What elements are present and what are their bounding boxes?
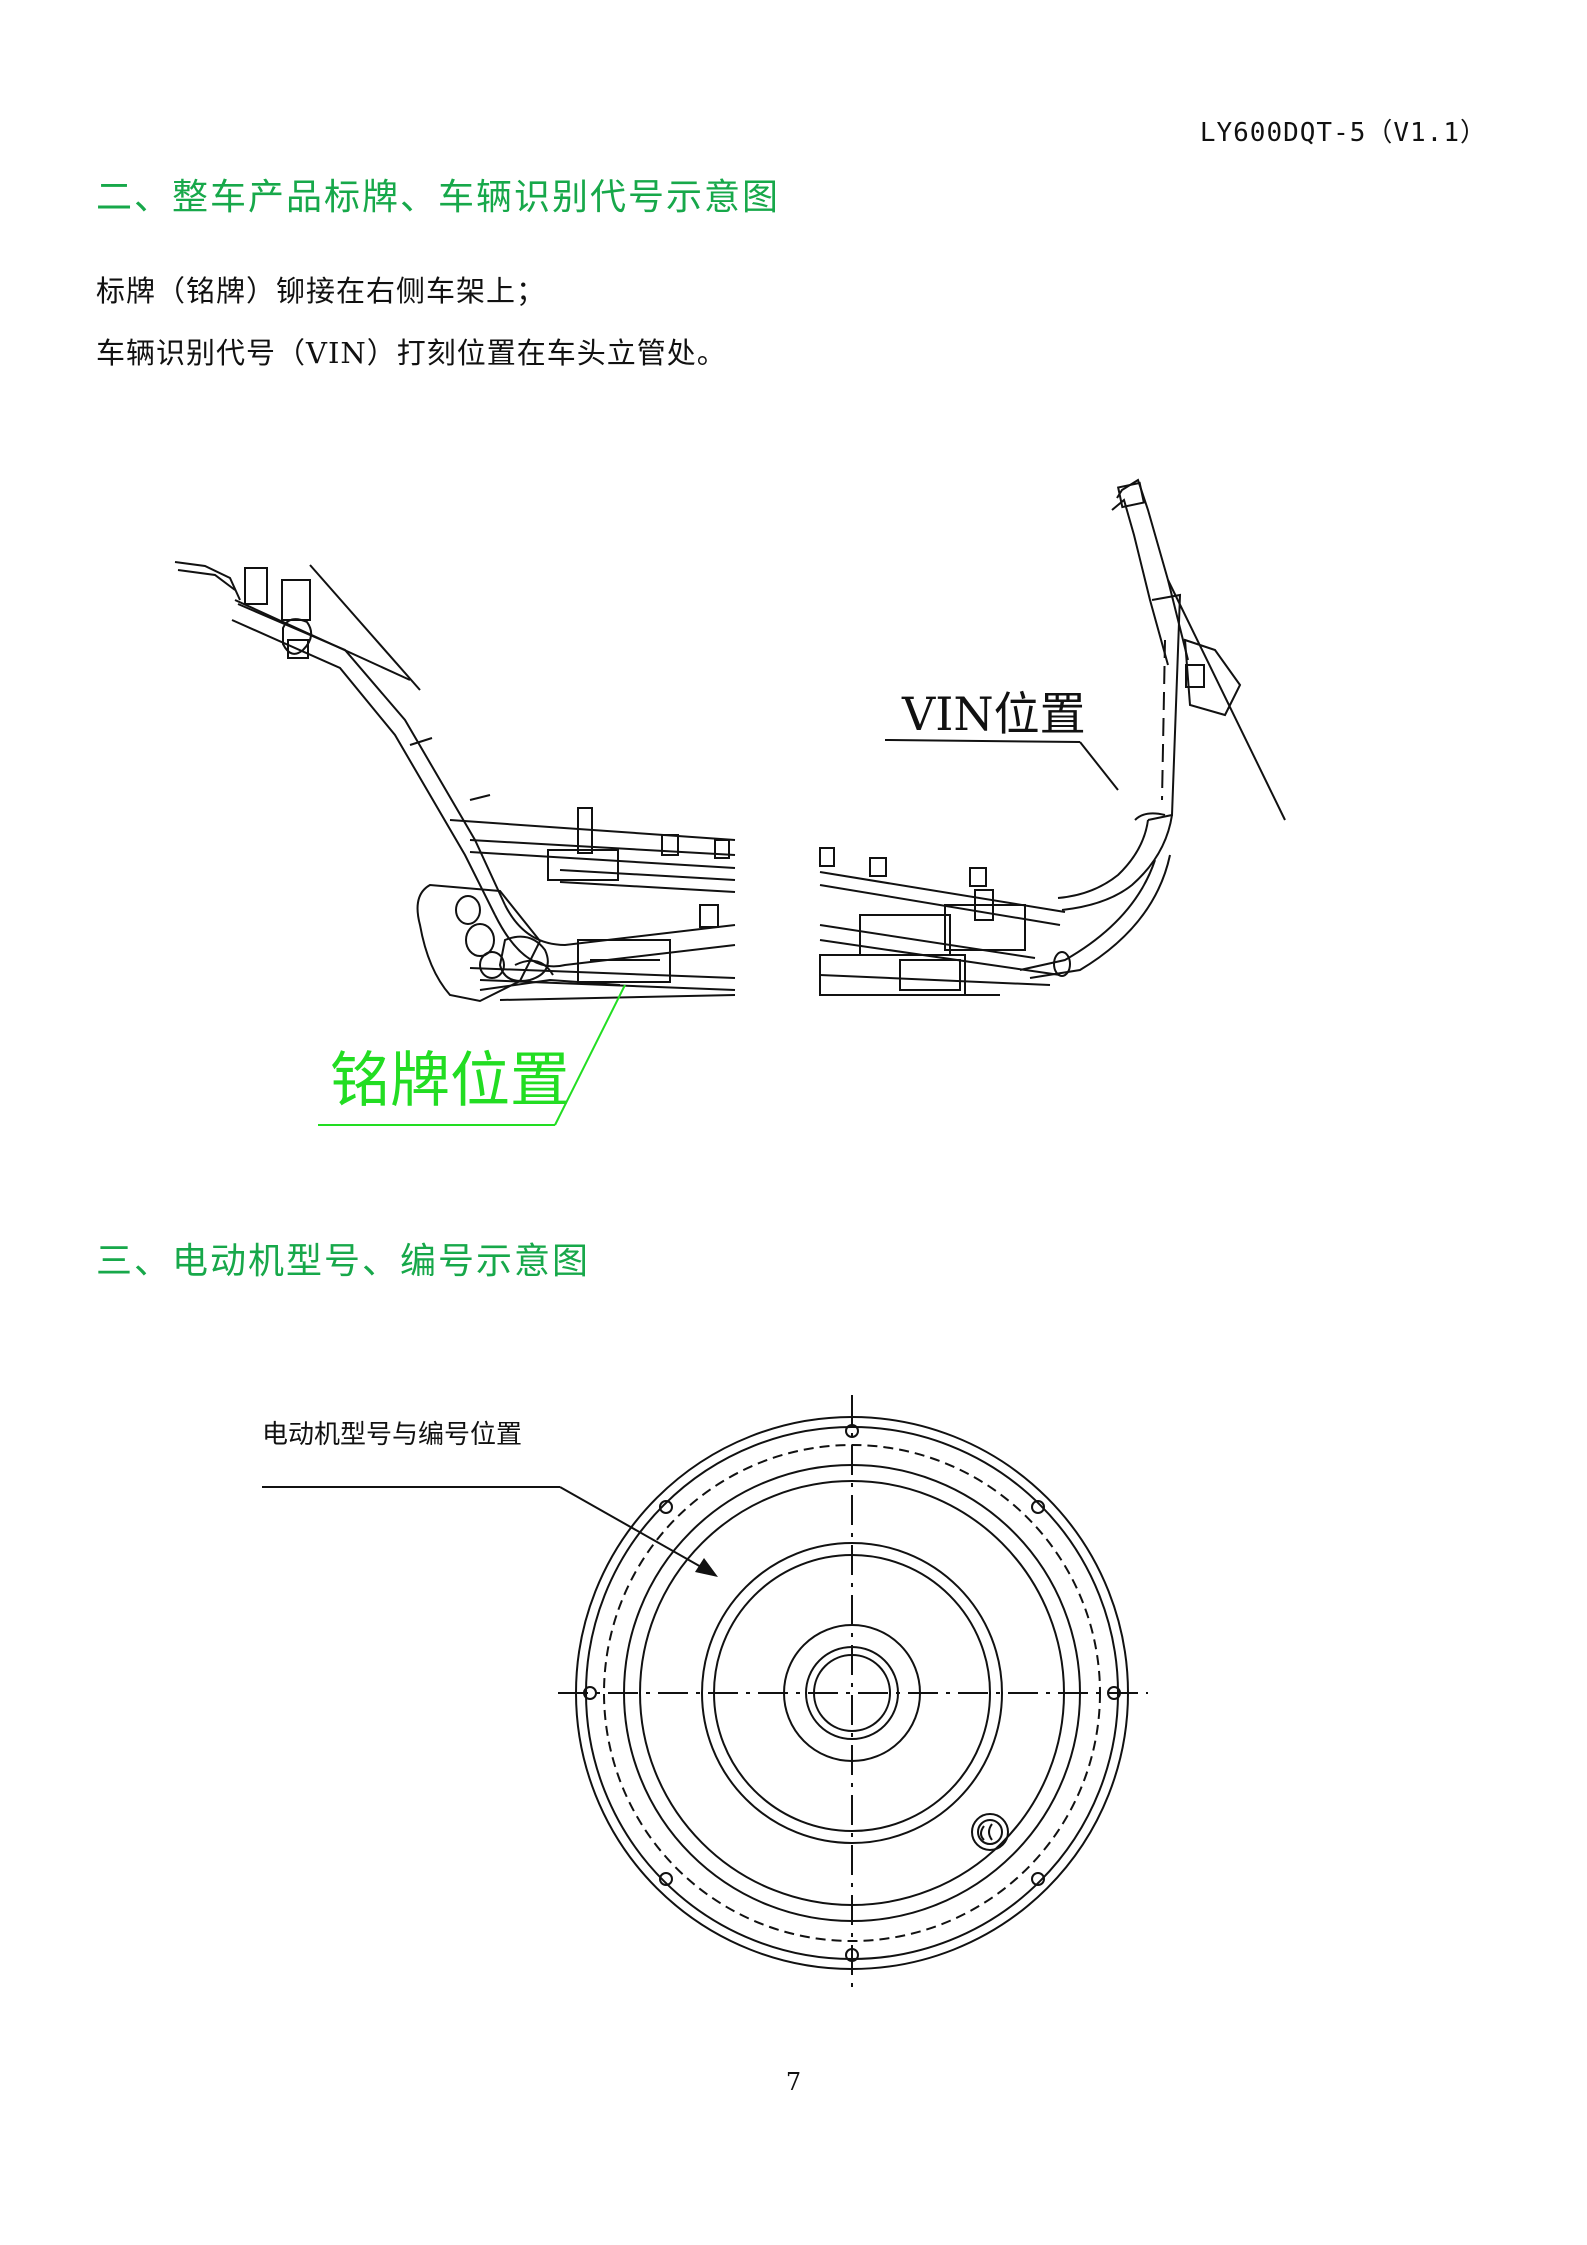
motor-label: 电动机型号与编号位置 (262, 1420, 523, 1450)
nameplate-location-text: 标牌（铭牌）铆接在右侧车架上； (96, 274, 547, 308)
section-heading-motor: 三、电动机型号、编号示意图 (96, 1241, 591, 1282)
vin-location-text: 车辆识别代号（VIN）打刻位置在车头立管处。 (96, 336, 727, 370)
section-heading-nameplate-vin: 二、整车产品标牌、车辆识别代号示意图 (96, 177, 781, 218)
document-code: LY600DQT-5（V1.1） (1199, 118, 1487, 148)
vin-location-label: VIN位置 (902, 687, 1086, 741)
page-number: 7 (785, 2068, 802, 2096)
nameplate-location-label: 铭牌位置 (330, 1046, 570, 1116)
